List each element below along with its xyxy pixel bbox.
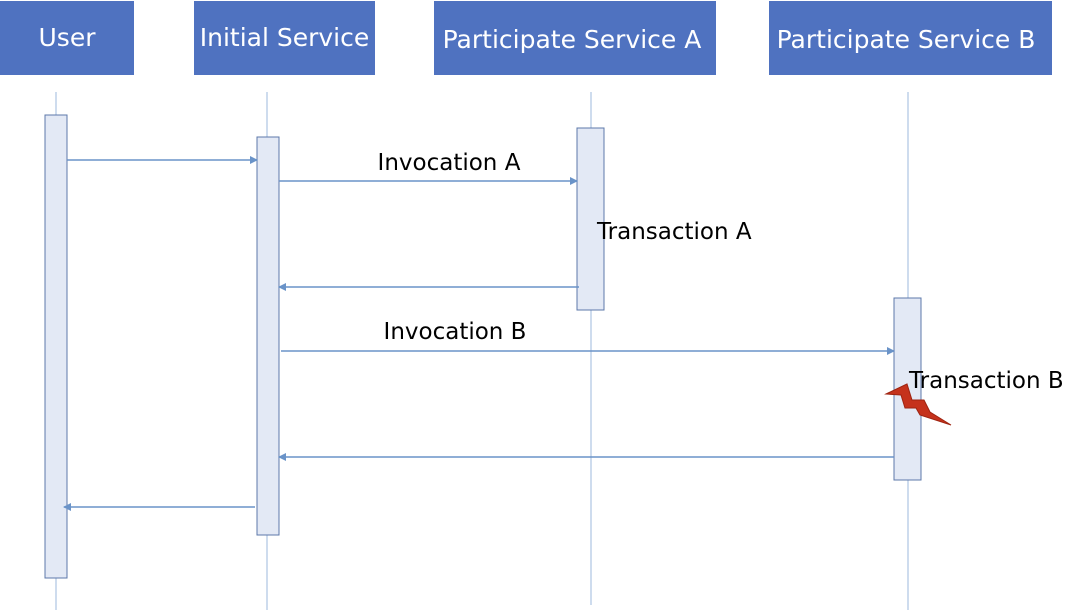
participant-label: Participate Service B — [777, 25, 1036, 54]
message-label-invocation-a: Invocation A — [378, 150, 521, 176]
participant-header-initial-service: Initial Service — [194, 1, 375, 75]
activation-bar-user — [44, 114, 68, 579]
participant-header-user: User — [0, 1, 134, 75]
participant-header-participate-service-b: Participate Service B — [769, 1, 1052, 75]
participant-label: Initial Service — [200, 23, 370, 52]
lightning-bolt-icon — [884, 383, 952, 426]
participant-label: User — [39, 23, 97, 52]
participant-label: Participate Service A — [443, 25, 702, 54]
note-transaction-b: Transaction B — [908, 368, 1064, 394]
activation-bar-participate-service-a — [576, 127, 605, 311]
note-transaction-a: Transaction A — [596, 219, 752, 245]
message-label-invocation-b: Invocation B — [384, 319, 527, 345]
participant-header-participate-service-a: Participate Service A — [434, 1, 716, 75]
activation-bar-initial-service — [256, 136, 280, 536]
